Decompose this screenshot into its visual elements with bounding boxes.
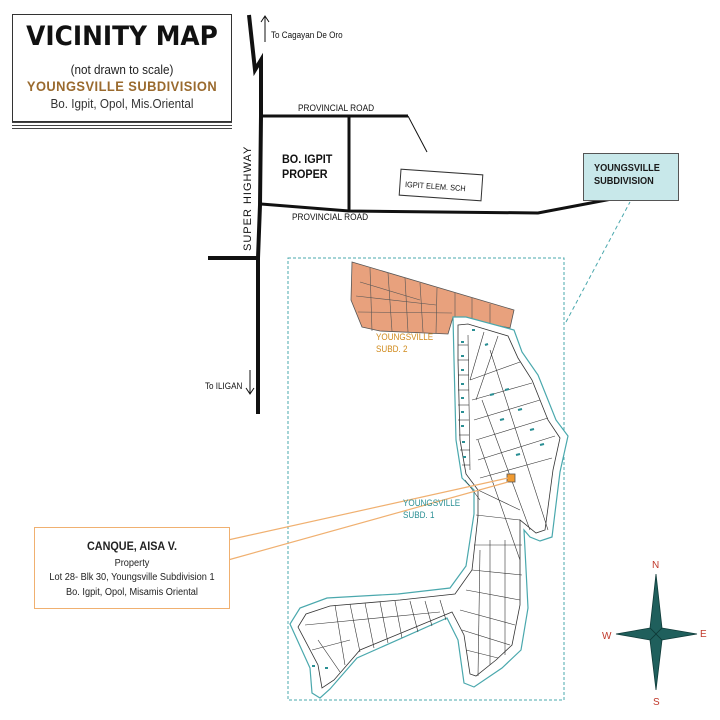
label-to-cagayan: To Cagayan De Oro — [271, 30, 343, 40]
property-lot — [506, 473, 516, 483]
property-callout: CANQUE, AISA V. Property Lot 28- Blk 30,… — [34, 527, 230, 609]
provincial-roads — [260, 114, 618, 215]
site-boundary — [287, 257, 565, 701]
compass-n: N — [652, 560, 660, 571]
map-title: VICINITY MAP — [26, 21, 218, 52]
callout-line-2: Lot 28- Blk 30, Youngsville Subdivision … — [49, 572, 215, 583]
label-barangay: BO. IGPIT PROPER — [282, 152, 333, 181]
subdivision-title: YOUNGSVILLE SUBDIVISION — [26, 78, 218, 94]
locator-label: YOUNGSVILLE SUBDIVISION — [594, 163, 660, 187]
south-direction-arrow — [245, 370, 255, 395]
youngsville-locator-box: YOUNGSVILLE SUBDIVISION — [583, 153, 679, 201]
subdivision-1-parcels-outline — [297, 323, 561, 689]
subdivision-1-outline — [289, 316, 569, 699]
school-box — [398, 168, 484, 202]
location-line: Bo. Igpit, Opol, Mis.Oriental — [50, 96, 194, 111]
compass-s: S — [653, 697, 660, 708]
label-subd-1: YOUNGSVILLE SUBD. 1 — [403, 498, 461, 520]
road-spur — [407, 115, 428, 153]
leader-line-to-box — [565, 201, 631, 323]
compass-w: W — [602, 631, 612, 642]
label-subd-2: YOUNGSVILLE SUBD. 2 — [376, 332, 434, 354]
callout-line-3: Bo. Igpit, Opol, Misamis Oriental — [66, 587, 198, 598]
callout-leader — [227, 477, 509, 561]
label-provincial-road-top: PROVINCIAL ROAD — [298, 103, 375, 113]
lot-number-marks — [312, 329, 545, 669]
callout-line-1: Property — [114, 558, 150, 569]
title-box: VICINITY MAP (not drawn to scale) YOUNGS… — [12, 14, 232, 122]
owner-name: CANQUE, AISA V. — [86, 539, 178, 553]
title-underline — [12, 120, 232, 129]
subdivision-1-lot-lines — [304, 331, 556, 677]
label-to-iligan: To ILIGAN — [205, 381, 243, 391]
label-super-highway: SUPER HIGHWAY — [242, 145, 254, 251]
north-direction-arrow — [260, 15, 270, 42]
scale-note: (not drawn to scale) — [70, 62, 174, 77]
compass-e: E — [700, 629, 707, 640]
compass-rose — [615, 573, 698, 691]
label-provincial-road-bottom: PROVINCIAL ROAD — [292, 212, 369, 222]
subdivision-2-parcels — [350, 261, 515, 335]
